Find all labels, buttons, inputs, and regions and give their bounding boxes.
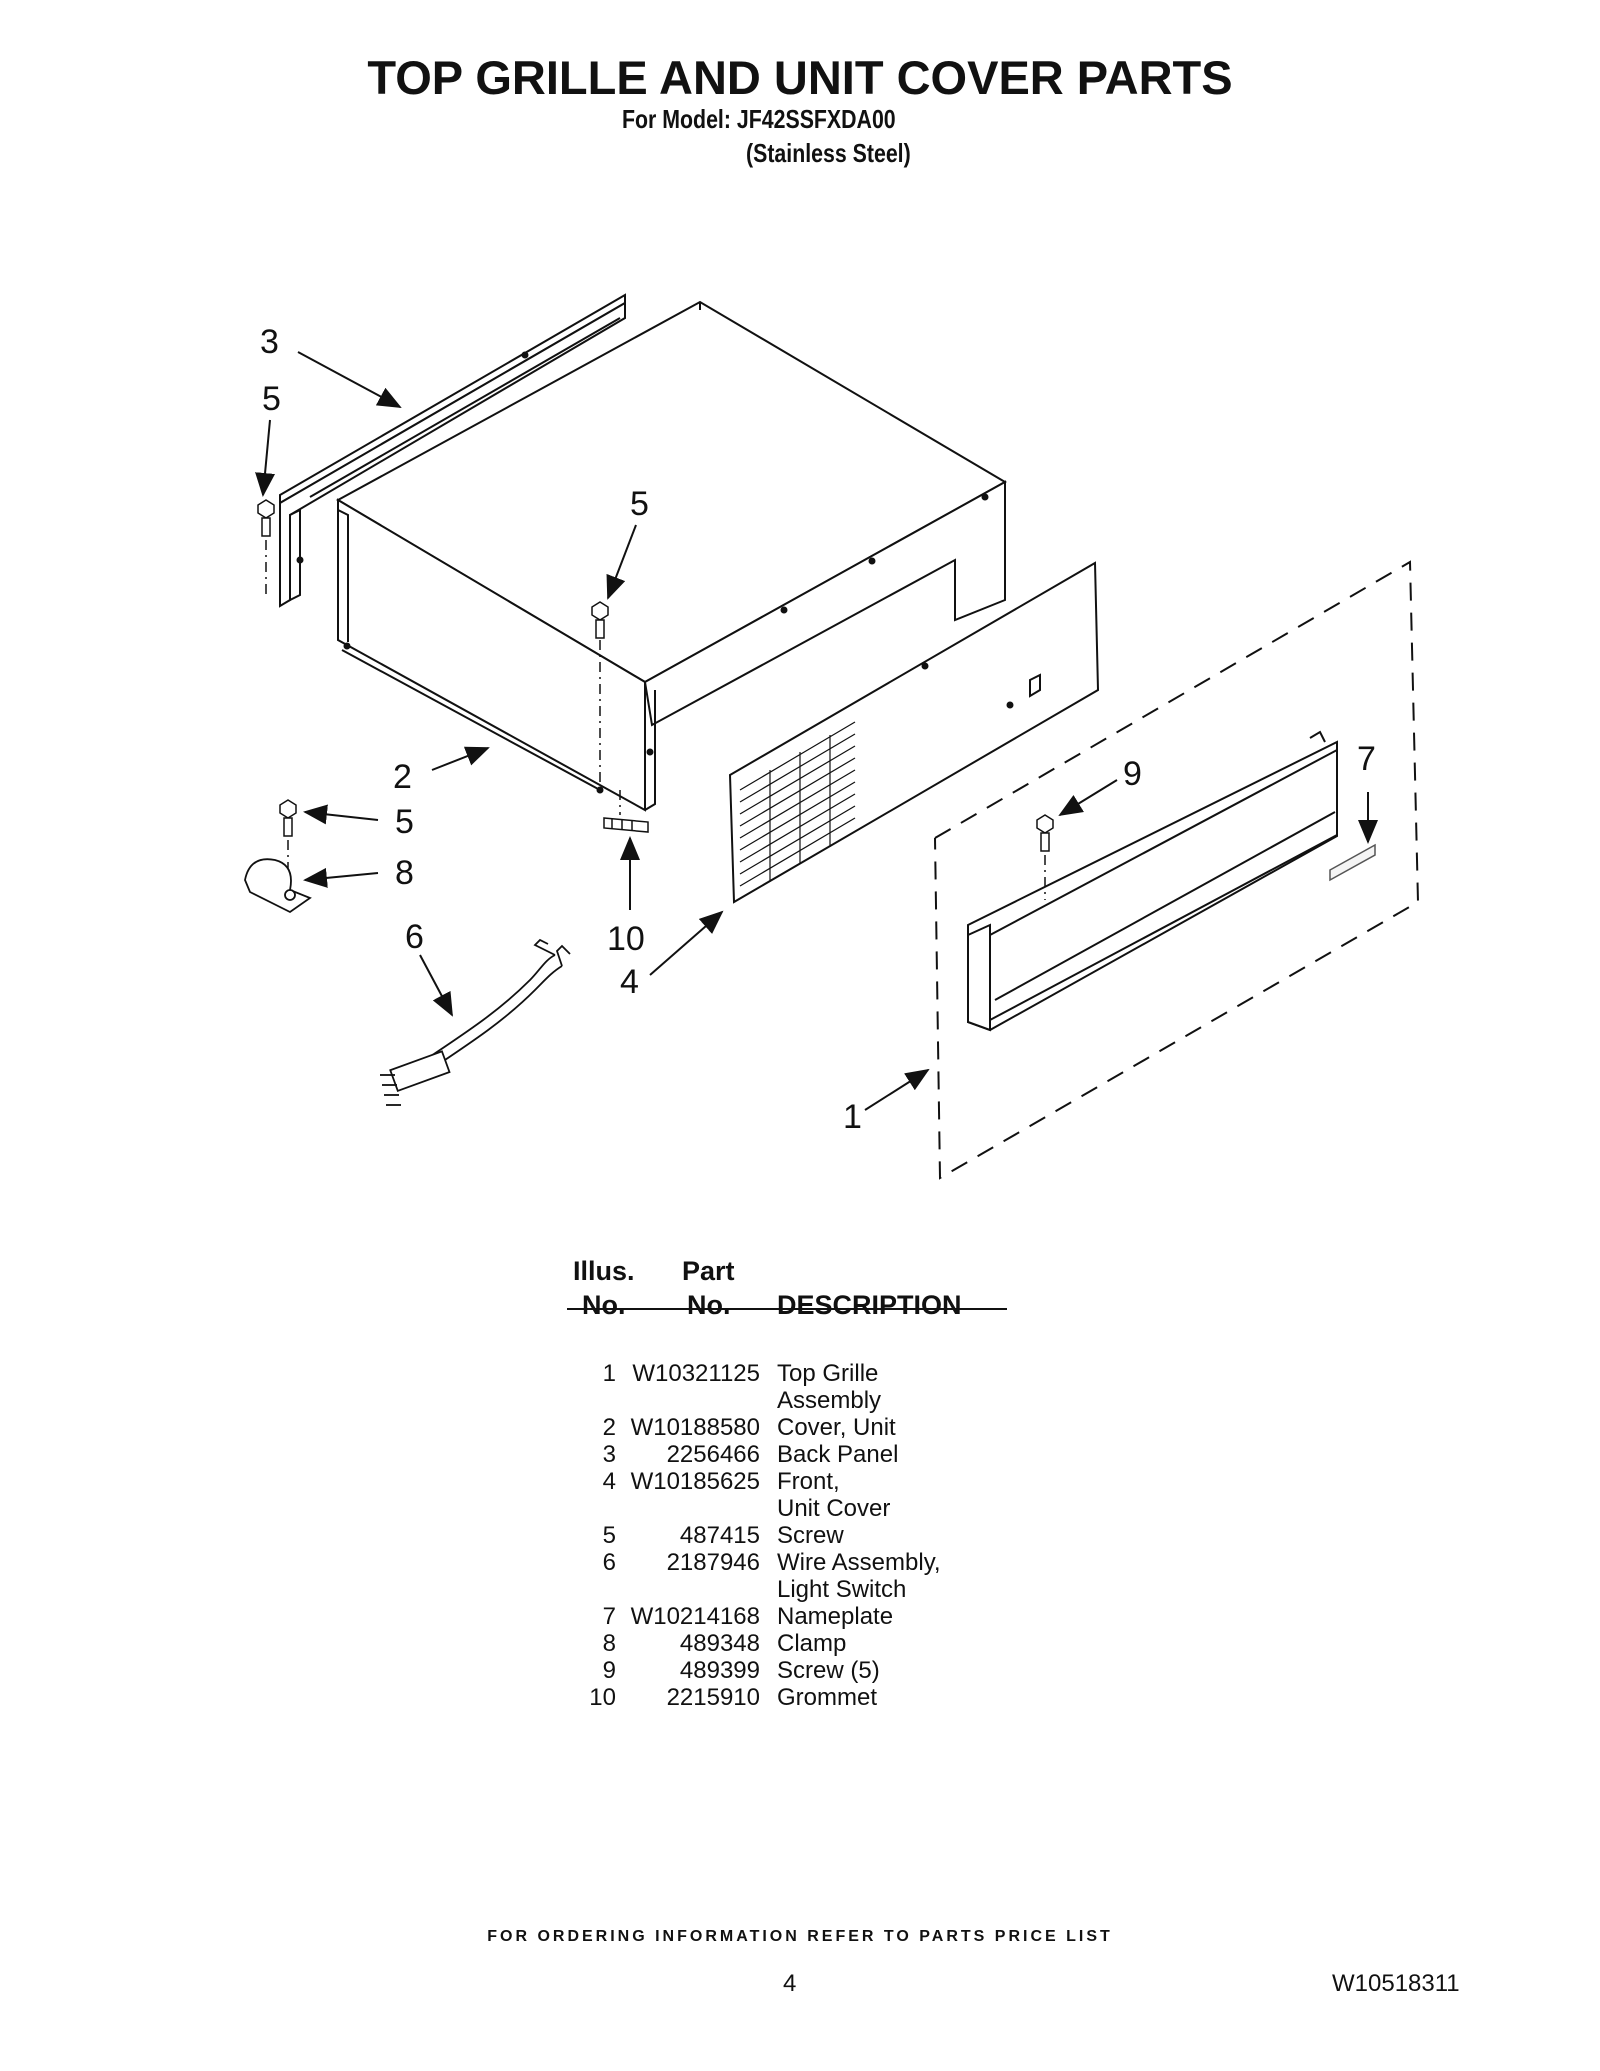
callout-number: 4: [620, 963, 639, 1001]
part-description: Front,: [777, 1468, 840, 1495]
top-grille-part: [967, 730, 1338, 1032]
callout-number: 5: [630, 485, 649, 523]
part-number: 487415: [679, 1522, 760, 1549]
callout-number: 10: [607, 920, 645, 958]
clamp-part: [244, 858, 312, 914]
model-line: For Model: JF42SSFXDA00: [622, 104, 896, 134]
illus-number: 6: [602, 1549, 616, 1576]
illus-number: 7: [602, 1603, 616, 1630]
nameplate-part: [1329, 843, 1376, 882]
part-description: Unit Cover: [777, 1495, 891, 1522]
table-header-part: No.: [687, 1290, 731, 1320]
part-description: Screw (5): [777, 1657, 880, 1684]
part-number: W10214168: [630, 1603, 760, 1630]
part-number: W10188580: [630, 1414, 760, 1441]
part-description: Nameplate: [777, 1603, 894, 1630]
wire-assembly-part: [380, 938, 571, 1106]
illus-number: 4: [602, 1468, 616, 1495]
screw-icon: [1036, 814, 1054, 852]
callout-number: 6: [405, 918, 424, 956]
exploded-parts-diagram: 3 5 5 2 5 8 6 10 4 9 7 1: [244, 293, 1420, 1180]
callout-number: 1: [843, 1098, 862, 1136]
table-header-illus: Illus.: [573, 1256, 635, 1286]
table-header-part: Part: [682, 1256, 735, 1286]
illus-number: 8: [602, 1630, 616, 1657]
part-number: 2215910: [666, 1684, 760, 1711]
part-number: 489399: [679, 1657, 760, 1684]
part-number: 489348: [679, 1630, 760, 1657]
part-description: Light Switch: [777, 1576, 907, 1603]
illus-number: 10: [589, 1684, 616, 1711]
part-description: Grommet: [777, 1684, 878, 1711]
back-panel-part: [279, 293, 626, 608]
part-description: Assembly: [777, 1387, 882, 1414]
callout-number: 9: [1123, 755, 1142, 793]
illus-number: 3: [602, 1441, 616, 1468]
part-description: Cover, Unit: [777, 1414, 896, 1441]
part-number: W10321125: [632, 1360, 760, 1387]
part-description: Screw: [777, 1522, 844, 1549]
callout-number: 8: [395, 854, 414, 892]
table-header-description: DESCRIPTION: [777, 1290, 962, 1320]
top-grille-boundary: [934, 560, 1420, 1180]
callout-number: 2: [393, 758, 412, 796]
screw-icon: [257, 499, 275, 537]
part-description: Wire Assembly,: [777, 1549, 941, 1576]
page-title: TOP GRILLE AND UNIT COVER PARTS: [367, 51, 1233, 104]
illus-number: 5: [602, 1522, 616, 1549]
screw-icon: [591, 601, 609, 639]
assembly-guide-lines: [265, 540, 1046, 900]
callout-number: 3: [260, 323, 279, 361]
grommet-part: [603, 817, 649, 833]
part-number: 2187946: [666, 1549, 760, 1576]
part-description: Top Grille: [777, 1360, 879, 1387]
part-description: Clamp: [777, 1630, 847, 1657]
callout-number: 7: [1357, 740, 1376, 778]
illus-number: 1: [602, 1360, 616, 1387]
callout-number: 5: [395, 803, 414, 841]
part-number: 2256466: [666, 1441, 760, 1468]
part-number: W10185625: [630, 1468, 760, 1495]
ordering-note: FOR ORDERING INFORMATION REFER TO PARTS …: [487, 1928, 1113, 1945]
table-header-illus: No.: [582, 1290, 626, 1320]
part-description: Back Panel: [777, 1441, 899, 1468]
table-header-rule: [567, 1308, 1007, 1310]
finish-line: (Stainless Steel): [746, 138, 911, 168]
front-unit-cover-part: [728, 561, 1100, 904]
unit-cover-part: [335, 300, 1008, 812]
callout-number: 5: [262, 380, 281, 418]
illus-number: 9: [602, 1657, 616, 1684]
document-number: W10518311: [1332, 1970, 1460, 1997]
screw-icon: [279, 799, 297, 837]
illus-number: 2: [602, 1414, 616, 1441]
page-number: 4: [783, 1970, 797, 1997]
callout-leader-lines: [255, 351, 1378, 1111]
